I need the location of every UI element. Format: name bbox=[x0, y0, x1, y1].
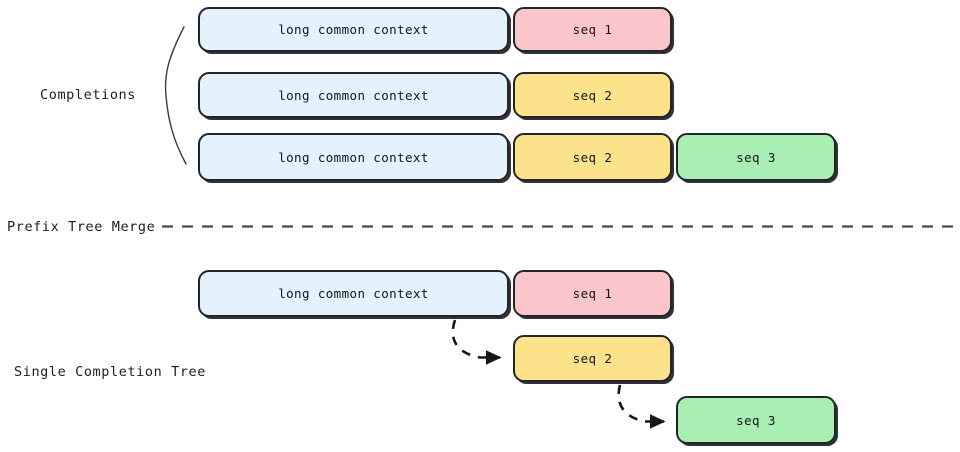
top-row3-seq2-label: seq 2 bbox=[572, 149, 613, 165]
top-row1-context-label: long common context bbox=[278, 22, 429, 37]
bottom-seq3-block[interactable]: seq 3 bbox=[676, 396, 836, 444]
bottom-seq3-label: seq 3 bbox=[736, 412, 776, 428]
label-prefix-tree-merge: Prefix Tree Merge bbox=[7, 219, 156, 235]
top-row2-seq2-label: seq 2 bbox=[572, 87, 613, 103]
top-row1-context-block[interactable]: long common context bbox=[198, 7, 509, 52]
top-row2-context-block[interactable]: long common context bbox=[198, 72, 509, 118]
bottom-seq1-label: seq 1 bbox=[572, 286, 613, 301]
bottom-context-label: long common context bbox=[278, 286, 429, 301]
top-row2-seq2-block[interactable]: seq 2 bbox=[513, 72, 672, 118]
bottom-seq2-label: seq 2 bbox=[572, 351, 613, 366]
top-row1-seq1-block[interactable]: seq 1 bbox=[513, 7, 672, 52]
top-row1-seq1-label: seq 1 bbox=[572, 22, 613, 37]
bottom-seq2-block[interactable]: seq 2 bbox=[513, 335, 672, 382]
top-row3-seq2-block[interactable]: seq 2 bbox=[513, 133, 672, 181]
top-row3-context-block[interactable]: long common context bbox=[198, 133, 509, 181]
arrow-seq2-to-seq3 bbox=[617, 384, 666, 429]
label-completions: Completions bbox=[40, 87, 137, 103]
brace-curve bbox=[164, 26, 187, 165]
bottom-seq1-block[interactable]: seq 1 bbox=[513, 270, 672, 317]
arrow-context-to-seq2 bbox=[451, 319, 502, 365]
bottom-context-block[interactable]: long common context bbox=[198, 270, 509, 317]
top-row2-context-label: long common context bbox=[278, 87, 429, 103]
top-row3-context-label: long common context bbox=[278, 149, 429, 165]
label-single-completion-tree: Single Completion Tree bbox=[14, 364, 207, 380]
top-row3-seq3-label: seq 3 bbox=[736, 149, 776, 165]
top-row3-seq3-block[interactable]: seq 3 bbox=[676, 133, 836, 181]
